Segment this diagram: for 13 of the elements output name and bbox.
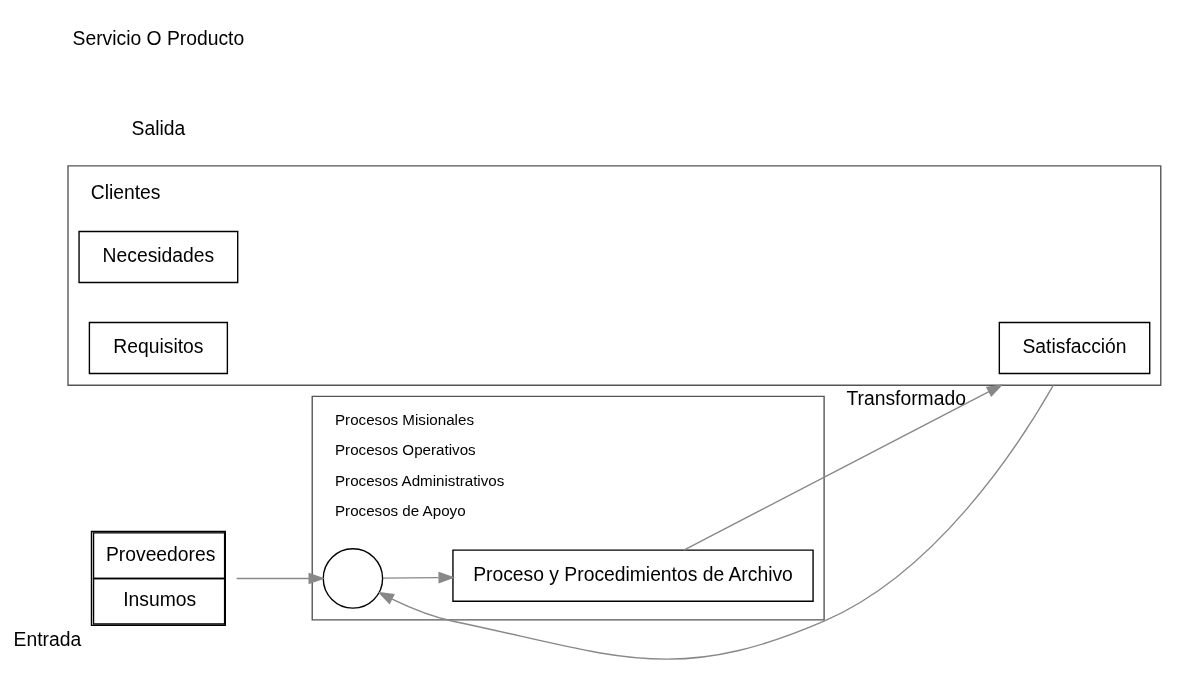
label: Servicio O Producto [72, 27, 245, 49]
node-box: Satisfacción [998, 321, 1151, 374]
arrow [382, 571, 456, 583]
node-box: Requisitos [88, 321, 229, 374]
node-box: Necesidades [78, 230, 239, 283]
arrow [683, 383, 1004, 551]
node-box: Proceso y Procedimientos de Archivo [452, 548, 814, 602]
node-circle [322, 547, 384, 609]
arrow [377, 384, 1055, 660]
edge-label: Transformado [846, 387, 966, 409]
arrow [236, 572, 326, 584]
label: Salida [131, 117, 186, 139]
node-label: Entrada [13, 628, 82, 650]
